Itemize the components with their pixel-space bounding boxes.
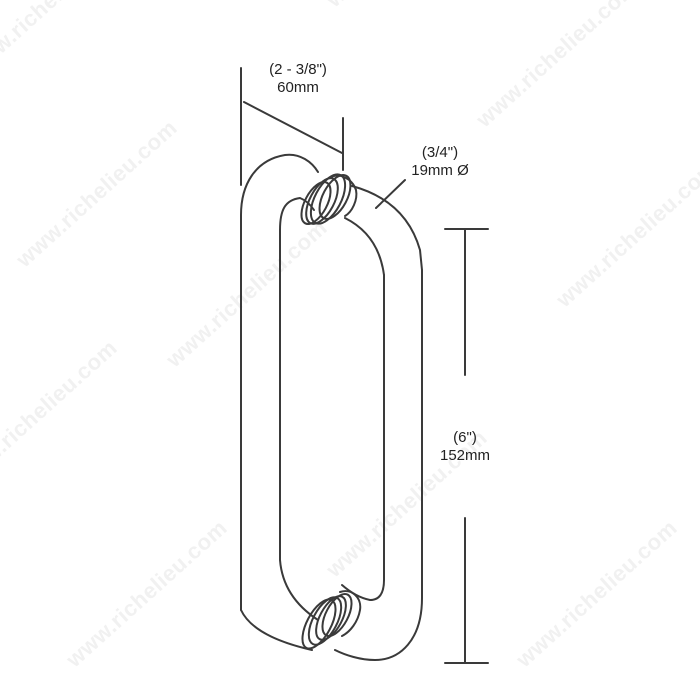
handle-inner-back-contour xyxy=(279,197,315,231)
projection-imperial: (2 - 3/8") xyxy=(269,61,327,78)
diameter-dimension-label: (3/4") 19mm Ø xyxy=(395,144,485,180)
handle-top-arm-lower xyxy=(344,217,385,276)
projection-dimension-lines xyxy=(240,67,344,186)
handle-top-arm-upper xyxy=(351,185,423,271)
handle-outer-contour xyxy=(240,153,319,611)
center-to-center-metric: 152mm xyxy=(439,447,491,464)
diameter-metric: 19mm Ø xyxy=(411,162,469,179)
center-to-center-dimension-label: (6") 152mm xyxy=(428,429,502,465)
bottom-standoff xyxy=(301,590,362,650)
diameter-leader-line xyxy=(375,179,406,209)
center-to-center-imperial: (6") xyxy=(453,429,477,446)
diameter-imperial: (3/4") xyxy=(421,144,459,161)
handle-grip-inner xyxy=(341,274,385,601)
handle-grip-outer xyxy=(334,269,423,661)
projection-dimension-label: (2 - 3/8") 60mm xyxy=(248,61,348,97)
top-standoff xyxy=(300,173,358,225)
center-to-center-dimension-lines xyxy=(444,228,489,664)
projection-metric: 60mm xyxy=(277,79,319,96)
